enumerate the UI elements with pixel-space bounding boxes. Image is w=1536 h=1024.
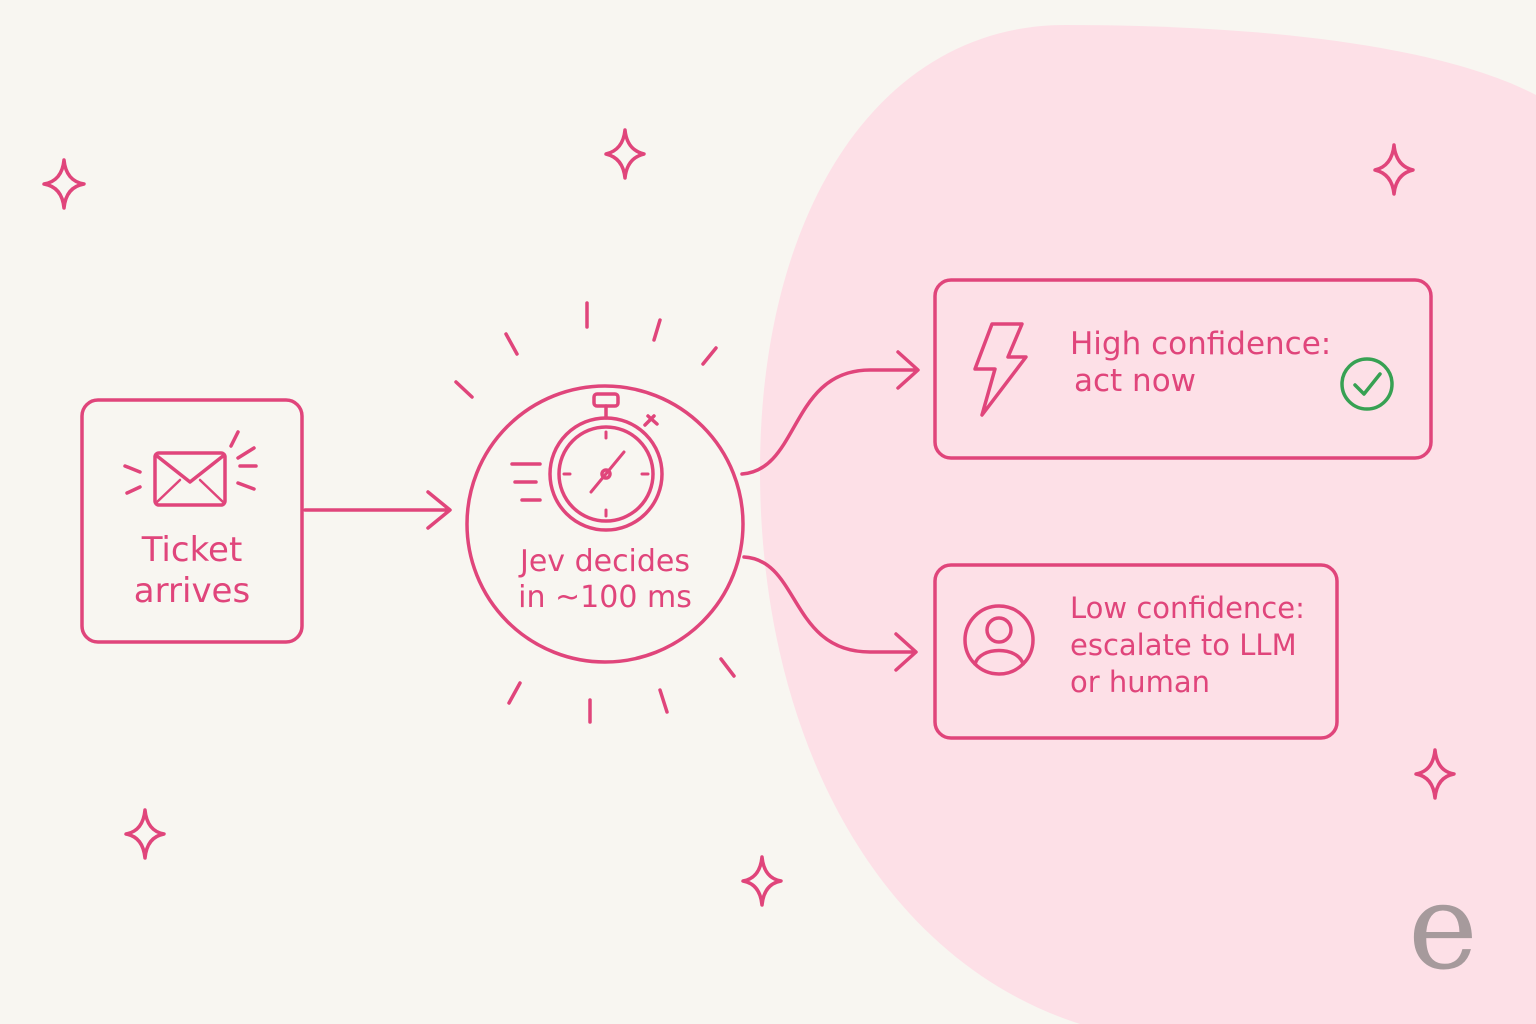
high-confidence-box [933, 278, 1433, 460]
decide-circle [465, 384, 745, 664]
user-icon [963, 604, 1035, 676]
pink-background-blob [760, 25, 1536, 1024]
low-confidence-line1: Low confidence: [1070, 591, 1305, 625]
sparkle-icon [604, 128, 646, 180]
decide-label-line2: in ~100 ms [518, 580, 692, 615]
ticket-box [80, 398, 304, 644]
ticket-label-line2: arrives [133, 570, 251, 611]
check-circle-icon [1340, 357, 1394, 411]
stopwatch-icon [510, 392, 664, 532]
lightning-icon [973, 322, 1028, 417]
sparkle-icon [1414, 748, 1456, 800]
brand-logo: e [1408, 858, 1478, 996]
low-confidence-box [933, 563, 1339, 740]
high-confidence-line1: High confidence: [1070, 326, 1332, 362]
low-confidence-line3: or human [1070, 665, 1211, 700]
envelope-icon [123, 430, 258, 507]
arrow-decide-to-high [740, 350, 920, 476]
arrow-ticket-to-decide [303, 490, 452, 530]
sparkle-icon [42, 158, 86, 210]
ticket-label: Ticket arrives [92, 530, 292, 612]
sparkle-icon [124, 808, 166, 860]
high-confidence-line2: act now [1074, 363, 1197, 400]
low-confidence-line2: escalate to LLM [1070, 628, 1297, 663]
decide-label-line1: Jev decides [519, 544, 691, 579]
burst-rays [454, 301, 736, 724]
sparkle-icon [741, 855, 783, 907]
sparkle-icon [1373, 143, 1415, 196]
ticket-label-line1: Ticket [141, 530, 243, 570]
low-confidence-label: Low confidence: escalate to LLM or human [1070, 590, 1305, 701]
decide-label: Jev decides in ~100 ms [495, 544, 715, 616]
arrow-decide-to-low [742, 555, 918, 672]
high-confidence-label: High confidence: act now [1070, 326, 1331, 400]
